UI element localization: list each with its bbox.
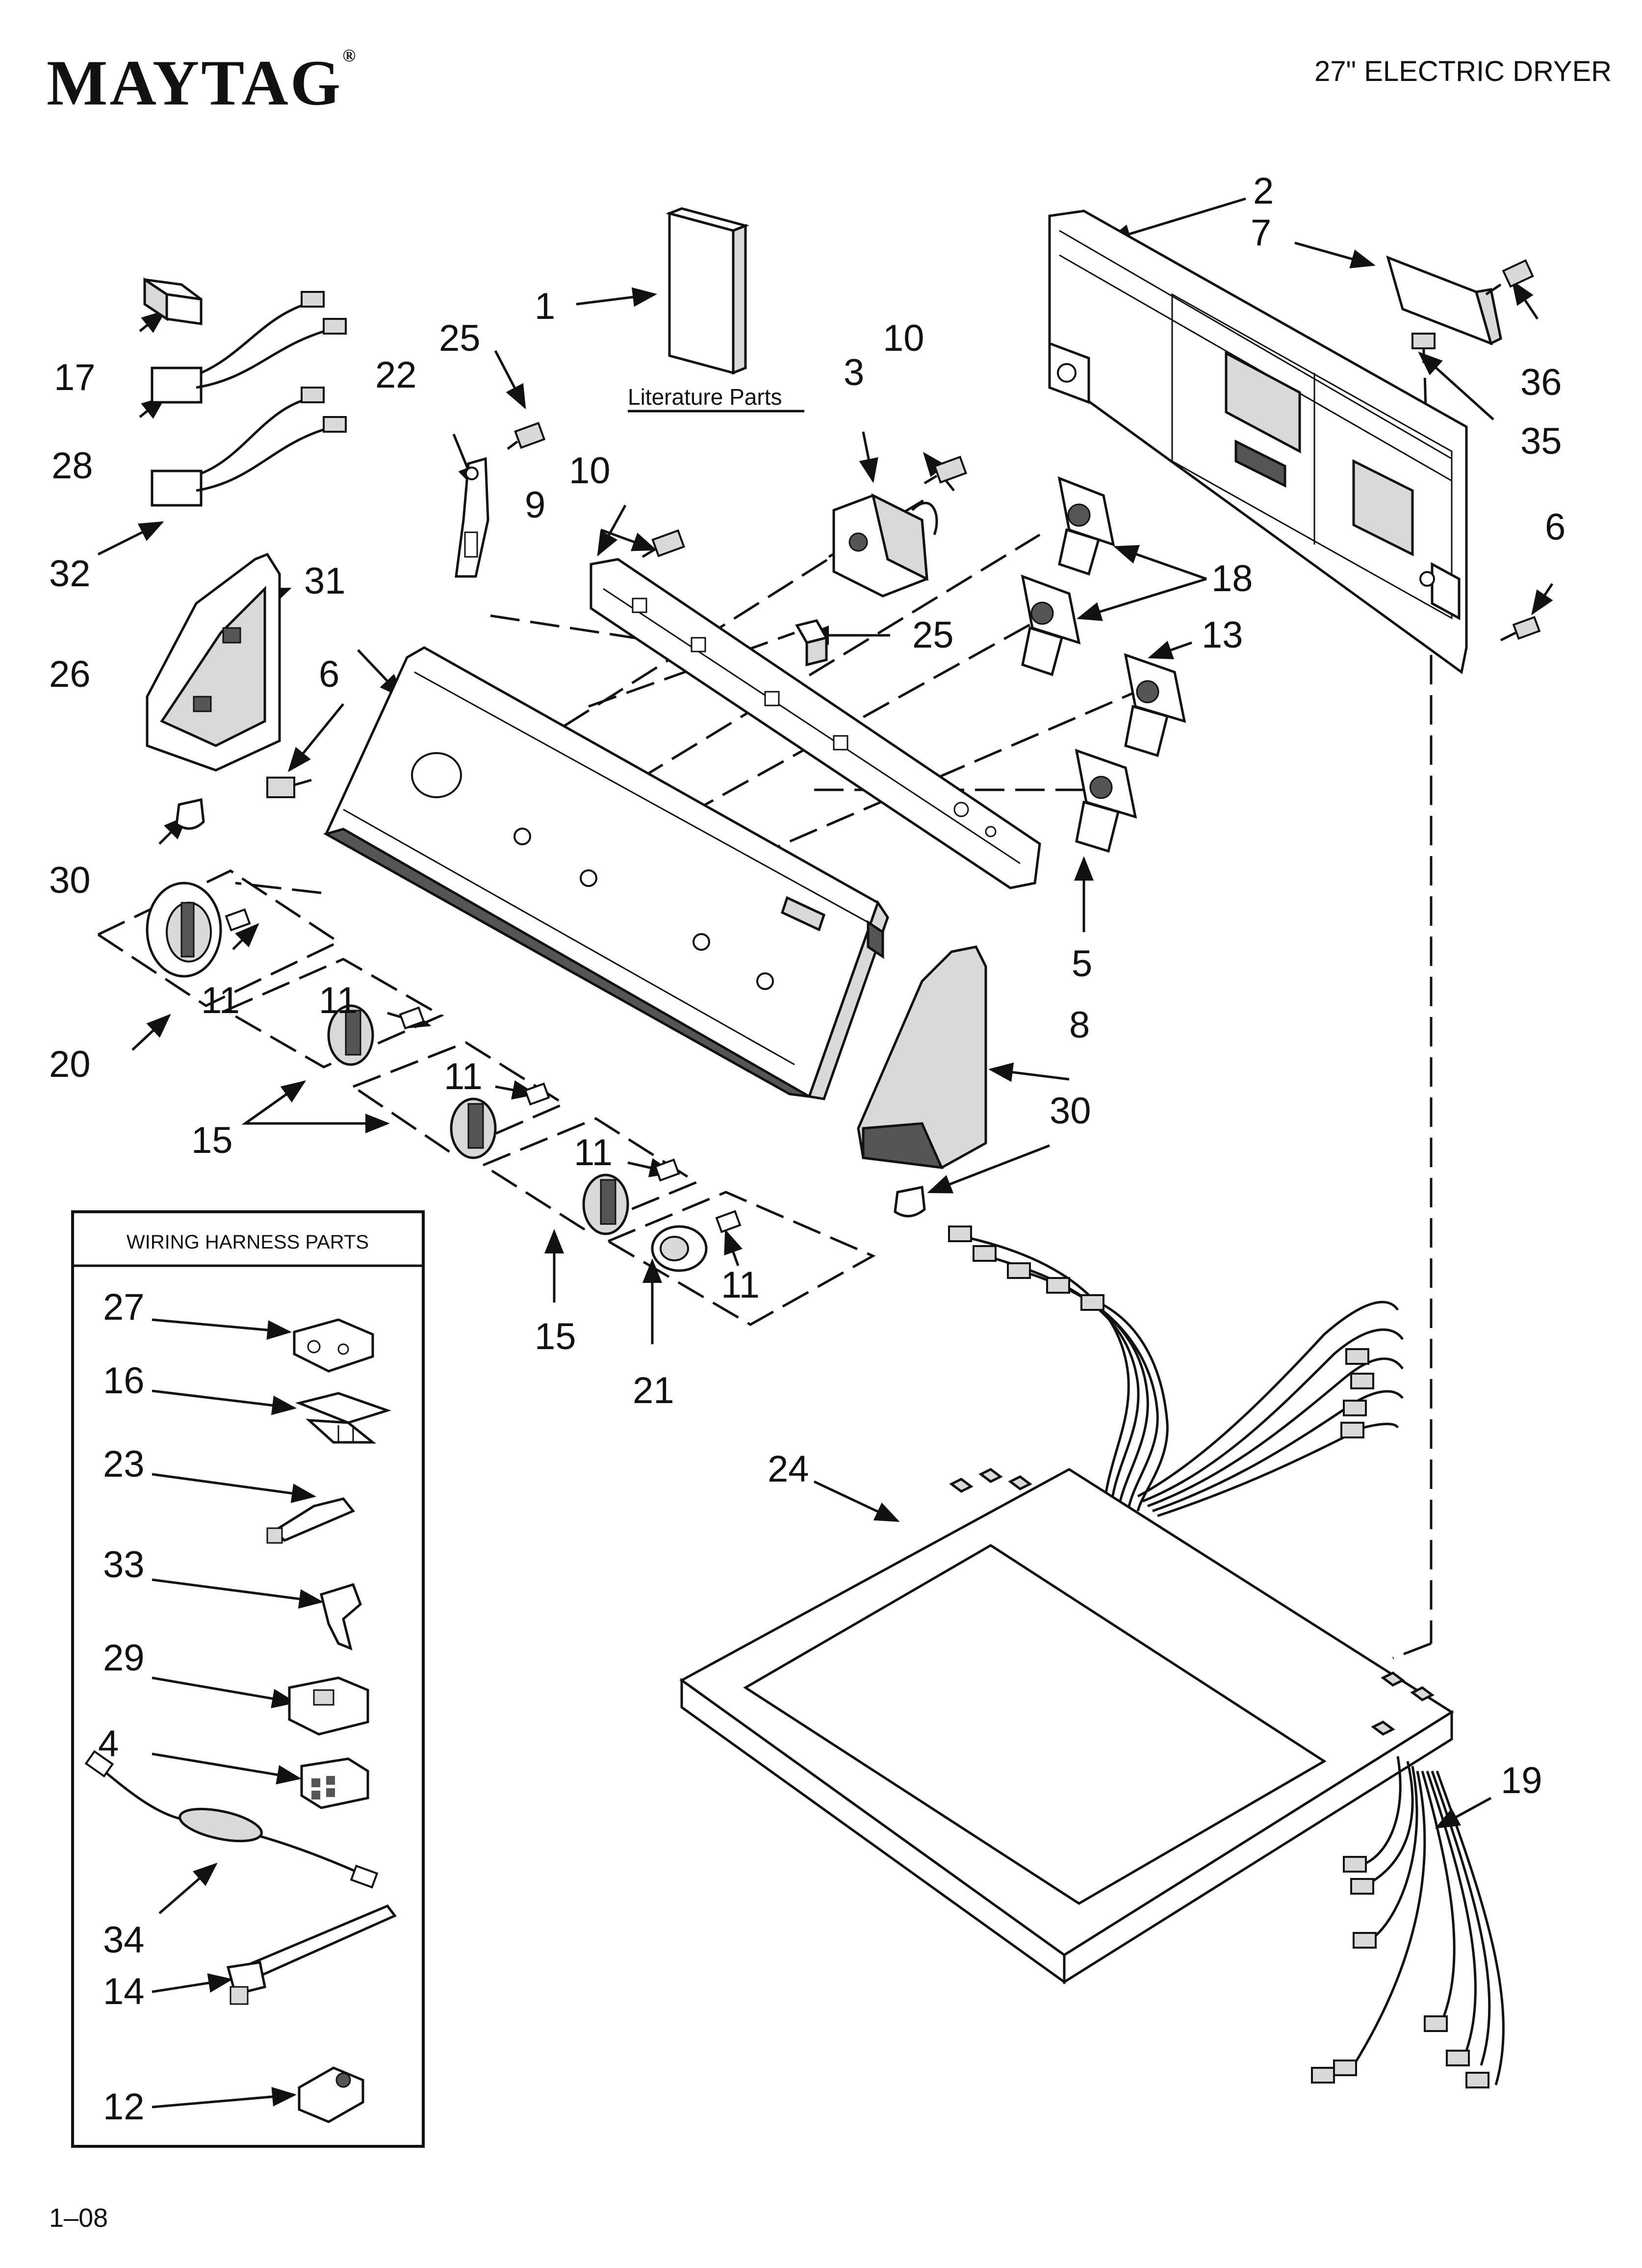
callout-24: 24 [768,1448,809,1490]
screw-6-right [1500,616,1541,642]
callout-11-e: 11 [721,1264,760,1306]
switch-18-upper [1057,476,1115,576]
top-wiring-harness [948,1225,1404,1517]
callout-20: 20 [49,1043,91,1085]
knob-15-b [450,1097,497,1159]
top-panel-24 [679,1468,1454,1984]
callout-4: 4 [98,1723,119,1765]
callout-12: 12 [103,2086,145,2128]
callout-9: 9 [525,484,545,526]
callout-11-c: 11 [444,1056,483,1097]
connector-28 [151,291,347,404]
part-27-connector [293,1318,374,1373]
callout-34: 34 [103,1919,145,1961]
callout-32: 32 [49,553,91,595]
callout-11-a: 11 [201,980,240,1021]
part-34-sensor [84,1750,379,1889]
literature-parts: Literature Parts [628,207,804,413]
callout-17: 17 [54,357,96,398]
part-12-clip [298,2066,364,2123]
part-23-terminal [266,1497,356,1544]
screw-10-left [641,529,686,558]
callout-1: 1 [535,286,555,327]
screw-35 [1411,333,1436,363]
wiring-harness-box: WIRING HARNESS PARTS [71,1210,425,2148]
clip-30-right [894,1186,926,1218]
knob-15-a [327,1004,374,1066]
brand-logo: MAYTAG® [47,45,358,120]
callout-35: 35 [1520,420,1562,462]
callout-2: 2 [1253,170,1274,212]
end-cap-right [857,945,987,1170]
callout-22: 22 [375,354,417,396]
timer-knob-20 [146,882,222,978]
registered-mark: ® [342,46,358,65]
callout-15-a: 15 [191,1120,233,1161]
clips-11 [225,908,742,1233]
callout-14: 14 [103,1971,145,2012]
callout-19: 19 [1501,1760,1542,1801]
callout-10-right: 10 [883,317,924,359]
part-4-connector [300,1757,369,1809]
callout-29: 29 [103,1637,145,1679]
part-14-tie [226,1904,397,2005]
model-title: 27" ELECTRIC DRYER [1314,55,1612,87]
callout-28: 28 [51,445,93,487]
harness-19 [1311,1756,1505,2088]
callout-10-left: 10 [569,450,611,492]
part-16-connector [295,1392,391,1444]
callout-31: 31 [304,560,346,602]
screw-10-right [924,455,968,485]
part-33-clip [319,1583,362,1651]
console-panel-31 [323,646,889,1100]
callout-21: 21 [633,1370,674,1411]
switch-13 [1124,653,1186,757]
screw-6-left [266,777,312,798]
callout-23: 23 [103,1443,145,1485]
part-29-connector [288,1676,369,1736]
switch-25-center [795,619,828,667]
callout-6-left: 6 [319,653,339,695]
callout-6-right: 6 [1545,506,1565,548]
knob-15-c [582,1173,629,1235]
console-bracket-9 [590,558,1041,889]
connector-17 [143,277,203,325]
switch-5 [1075,749,1137,853]
callout-26: 26 [49,653,91,695]
callout-25-center: 25 [912,614,954,656]
callout-11-d: 11 [574,1132,613,1173]
bracket-7 [1386,255,1502,346]
callout-8: 8 [1069,1004,1090,1046]
clip-30-left [175,798,205,830]
callout-36: 36 [1520,362,1562,403]
callout-13: 13 [1202,614,1243,656]
callout-33: 33 [103,1544,145,1586]
callout-30-right: 30 [1050,1090,1091,1132]
rear-panel [1048,209,1468,675]
callout-7: 7 [1251,212,1271,254]
knob-21 [651,1225,708,1272]
callout-15-b: 15 [535,1316,576,1357]
screw-25-left [507,421,546,450]
callout-5: 5 [1072,943,1092,985]
literature-label: Literature Parts [628,384,782,410]
timer-3 [832,493,938,598]
hinge-22 [455,457,489,578]
callout-16: 16 [103,1360,145,1402]
callout-3: 3 [844,352,864,393]
screw-36 [1485,259,1534,296]
wiring-box-title: WIRING HARNESS PARTS [127,1231,369,1253]
connector-32 [151,387,347,507]
page-code: 1–08 [49,2203,108,2233]
end-cap-left [146,552,281,772]
switch-18-lower [1021,574,1081,677]
callout-18: 18 [1211,558,1253,600]
callout-25-left: 25 [439,317,481,359]
callout-30-left: 30 [49,860,91,901]
callout-11-b: 11 [319,980,358,1021]
brand-name: MAYTAG [47,47,343,119]
callout-numbers: 1 2 3 4 5 6 6 7 8 9 10 10 11 11 11 11 11… [49,170,1565,2128]
callout-27: 27 [103,1286,145,1328]
